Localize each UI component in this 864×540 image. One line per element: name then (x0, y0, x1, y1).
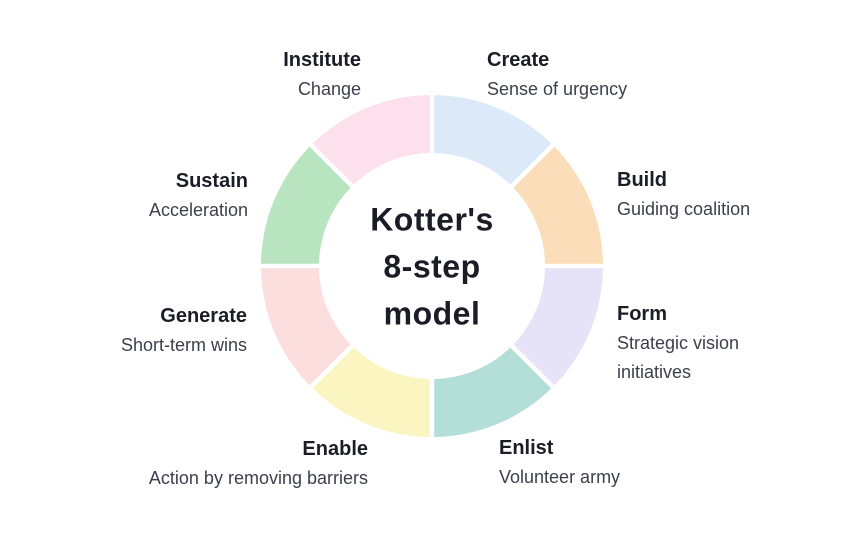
step-name-create: Create (487, 49, 550, 71)
step-name-form: Form (617, 303, 667, 325)
step-name-enlist: Enlist (499, 437, 554, 459)
center-title-line-3: model (383, 295, 481, 332)
step-desc-institute: Change (297, 79, 361, 99)
segment-divider (508, 342, 556, 390)
step-label-enlist: Enlist Volunteer army (499, 434, 620, 492)
center-title-line-1: Kotter's (370, 201, 494, 238)
step-label-institute: Institute Change (283, 46, 361, 104)
step-label-form: Form Strategic vision initiatives (617, 300, 767, 387)
step-name-generate: Generate (160, 305, 247, 327)
step-name-institute: Institute (283, 49, 361, 71)
step-desc-build: Guiding coalition (617, 199, 751, 219)
segment-build (511, 145, 603, 266)
step-label-create: Create Sense of urgency (487, 46, 627, 104)
chart-center-title: Kotter's 8-step model (370, 197, 494, 338)
step-desc-generate: Short-term wins (120, 335, 247, 355)
step-name-build: Build (617, 169, 667, 191)
step-name-enable: Enable (302, 438, 368, 460)
segment-sustain (261, 145, 353, 266)
segment-create (432, 95, 553, 187)
step-desc-form: Strategic vision initiatives (617, 333, 740, 382)
step-label-build: Build Guiding coalition (617, 166, 750, 224)
step-label-enable: Enable Action by removing barriers (149, 435, 368, 493)
segment-enable (311, 345, 432, 437)
segment-divider (308, 142, 356, 190)
center-title-line-2: 8-step (383, 248, 481, 285)
step-desc-enable: Action by removing barriers (148, 468, 368, 488)
step-label-sustain: Sustain Acceleration (149, 167, 248, 225)
step-name-sustain: Sustain (175, 170, 248, 192)
segment-divider (508, 142, 556, 190)
segment-enlist (432, 345, 553, 437)
step-desc-create: Sense of urgency (487, 79, 628, 99)
segment-divider (308, 342, 356, 390)
step-desc-enlist: Volunteer army (499, 467, 621, 487)
step-label-generate: Generate Short-term wins (121, 302, 247, 360)
segment-generate (261, 266, 353, 387)
segment-institute (311, 95, 432, 187)
step-desc-sustain: Acceleration (148, 200, 248, 220)
segment-form (511, 266, 603, 387)
